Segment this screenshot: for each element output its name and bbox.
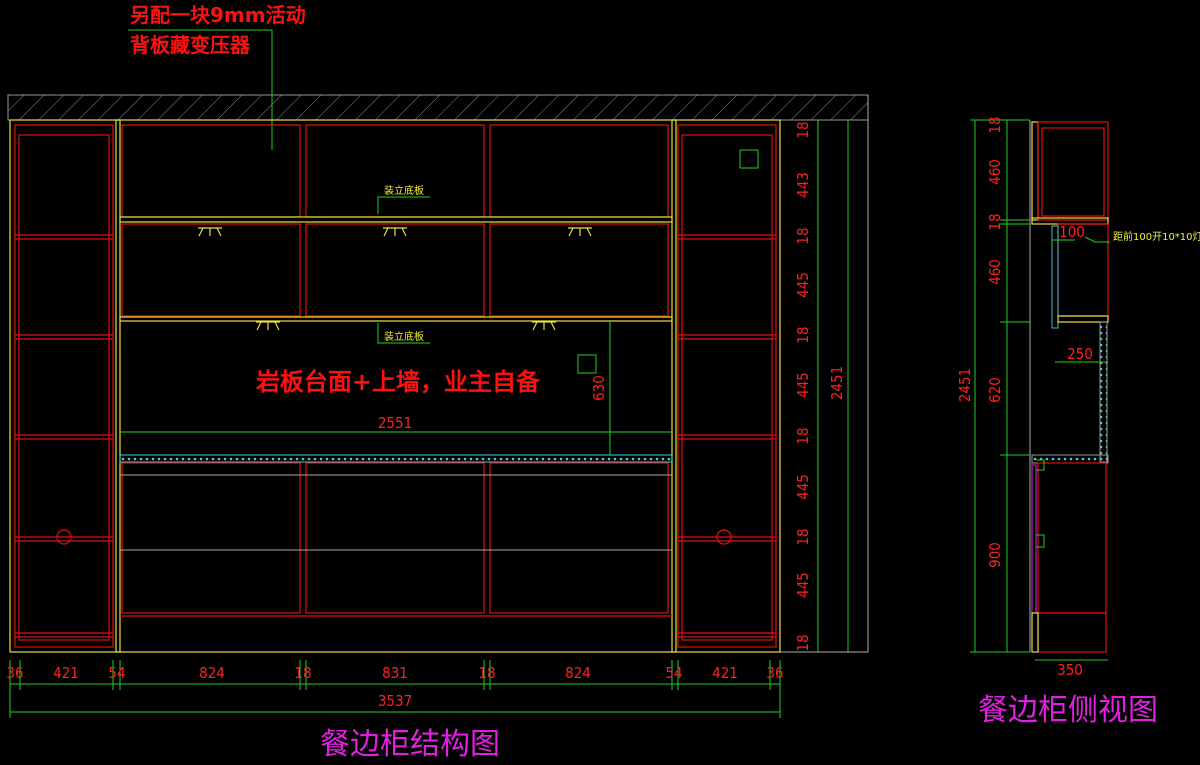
dimension-label: 445 <box>794 572 812 598</box>
base-board-label-2: 装立底板 <box>384 330 424 343</box>
total-height-dim: 2451 <box>828 366 846 400</box>
groove-offset-dim: 100 <box>1059 223 1085 241</box>
dimension-label: 445 <box>794 474 812 500</box>
side-view-title: 餐边柜侧视图 <box>978 693 1158 728</box>
dimension-label: 18 <box>794 427 812 444</box>
socket-icon-right <box>739 149 759 169</box>
socket-icon-middle <box>577 354 597 374</box>
dimension-label: 445 <box>794 372 812 398</box>
lower-cabinets <box>121 462 669 614</box>
cable-hole-right <box>716 529 732 545</box>
dimension-label: 824 <box>565 664 591 682</box>
dimension-label: 460 <box>986 159 1004 185</box>
dimension-label: 36 <box>6 664 23 682</box>
side-elevation: 18 460 18 460 620 900 2451 250 350 100 距… <box>956 116 1200 679</box>
dimension-label: 18 <box>794 528 812 545</box>
upper-cabinets <box>121 124 669 317</box>
dimension-label: 54 <box>665 664 682 682</box>
dimension-label: 18 <box>794 634 812 651</box>
dimension-label: 54 <box>108 664 125 682</box>
dimension-label: 18 <box>986 213 1004 230</box>
dimension-label: 443 <box>794 172 812 198</box>
inner-width-dim: 2551 <box>378 414 412 432</box>
transformer-note: 另配一块9mm活动 背板藏变压器 <box>128 3 306 150</box>
note-line-1: 另配一块9mm活动 <box>130 3 306 27</box>
dimension-label: 421 <box>712 664 738 682</box>
front-width-dimensions: 36 421 54 824 18 831 18 824 54 421 36 35… <box>6 660 784 718</box>
dimension-label: 36 <box>766 664 783 682</box>
total-width-dim: 3537 <box>378 692 412 710</box>
countertop-note: 岩板台面+上墙，业主自备 <box>255 368 541 396</box>
side-total-height: 2451 <box>956 368 974 402</box>
dimension-label: 18 <box>986 116 1004 133</box>
dimension-label: 18 <box>794 121 812 138</box>
upper-depth-dim: 250 <box>1067 345 1093 363</box>
base-board-label-1: 装立底板 <box>384 184 424 197</box>
ceiling-hatch <box>7 94 869 121</box>
dimension-label: 831 <box>382 664 408 682</box>
dimension-label: 445 <box>794 272 812 298</box>
total-depth-dim: 350 <box>1057 661 1083 679</box>
dimension-label: 460 <box>986 259 1004 285</box>
stone-countertop <box>119 454 673 463</box>
spot-lights <box>198 227 592 331</box>
dimension-label: 18 <box>794 326 812 343</box>
front-view-title: 餐边柜结构图 <box>320 727 500 762</box>
middle-board <box>119 216 673 223</box>
front-height-dimensions: 18 443 18 445 18 445 18 445 18 445 18 24… <box>780 95 869 653</box>
front-elevation: 装立底板 装立底板 岩板台面+上墙，业主自备 2551 630 <box>9 119 781 653</box>
dimension-label: 824 <box>199 664 225 682</box>
dimension-label: 620 <box>986 377 1004 403</box>
lower-board <box>119 316 673 322</box>
open-height-dim: 630 <box>590 375 608 401</box>
groove-note: 距前100开10*10灯槽 <box>1113 230 1200 243</box>
left-column <box>14 124 114 648</box>
dimension-label: 18 <box>478 664 495 682</box>
note-line-2: 背板藏变压器 <box>130 33 251 57</box>
right-column <box>677 124 777 648</box>
outer-frame <box>9 119 781 653</box>
right-shelves <box>678 234 776 638</box>
left-shelves <box>15 234 113 638</box>
cable-hole-left <box>56 529 72 545</box>
dimension-label: 421 <box>53 664 79 682</box>
dimension-label: 900 <box>986 542 1004 568</box>
dimension-label: 18 <box>794 227 812 244</box>
dimension-label: 18 <box>294 664 311 682</box>
